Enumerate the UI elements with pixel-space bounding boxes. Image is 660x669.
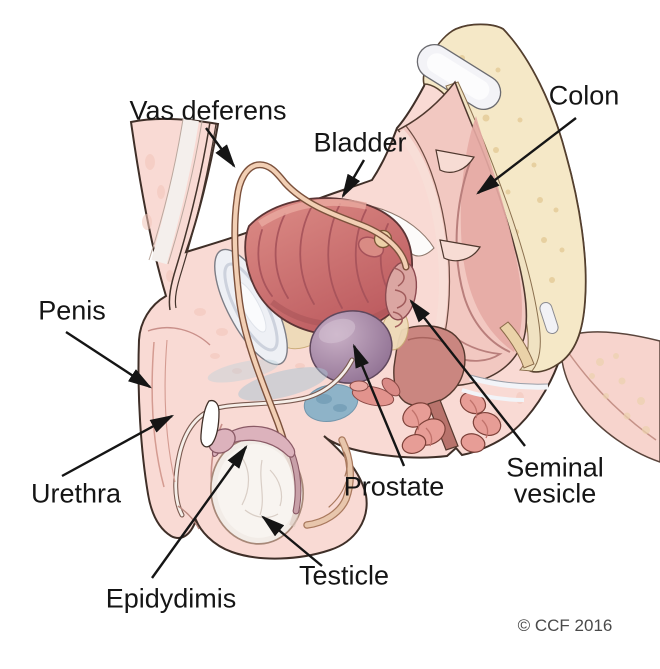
prostate-shape bbox=[309, 310, 393, 384]
urethra-channel bbox=[173, 357, 355, 518]
abdominal-wall-layers bbox=[148, 118, 217, 311]
fat-texture bbox=[589, 353, 650, 434]
pubic-bone bbox=[214, 248, 288, 366]
spermatic-cord bbox=[303, 436, 354, 529]
vas-deferens-tube bbox=[231, 161, 410, 510]
urethral-muscles bbox=[349, 377, 401, 407]
arrow-vas-deferens bbox=[205, 127, 236, 168]
anal-sphincter-muscles bbox=[401, 391, 502, 455]
label-colon: Colon bbox=[548, 80, 620, 111]
label-bladder: Bladder bbox=[313, 127, 407, 158]
label-prostate: Prostate bbox=[343, 471, 445, 502]
arrow-urethra bbox=[61, 414, 175, 478]
arrow-epidydimis bbox=[151, 445, 248, 579]
pelvic-floor-lines bbox=[461, 321, 549, 402]
small-disc bbox=[539, 301, 559, 335]
label-penis: Penis bbox=[38, 295, 106, 326]
arrow-prostate bbox=[352, 343, 406, 467]
arrow-testicle bbox=[261, 515, 323, 567]
arrow-penis bbox=[65, 330, 153, 389]
arrow-bladder bbox=[341, 159, 366, 199]
penoscrotal-notch bbox=[200, 399, 220, 448]
label-seminal-vesicle: Seminal vesicle bbox=[506, 452, 604, 508]
arrow-colon bbox=[476, 117, 577, 195]
thigh-region bbox=[560, 331, 660, 463]
label-arrows bbox=[61, 117, 577, 579]
corpus-spongiosum bbox=[207, 359, 359, 422]
label-urethra: Urethra bbox=[30, 478, 122, 509]
label-vas-deferens: Vas deferens bbox=[129, 95, 287, 126]
copyright-text: © CCF 2016 bbox=[517, 616, 613, 635]
label-epidydimis: Epidydimis bbox=[105, 583, 237, 614]
arrow-seminal-vesicle bbox=[409, 299, 526, 447]
label-testicle: Testicle bbox=[298, 560, 390, 591]
